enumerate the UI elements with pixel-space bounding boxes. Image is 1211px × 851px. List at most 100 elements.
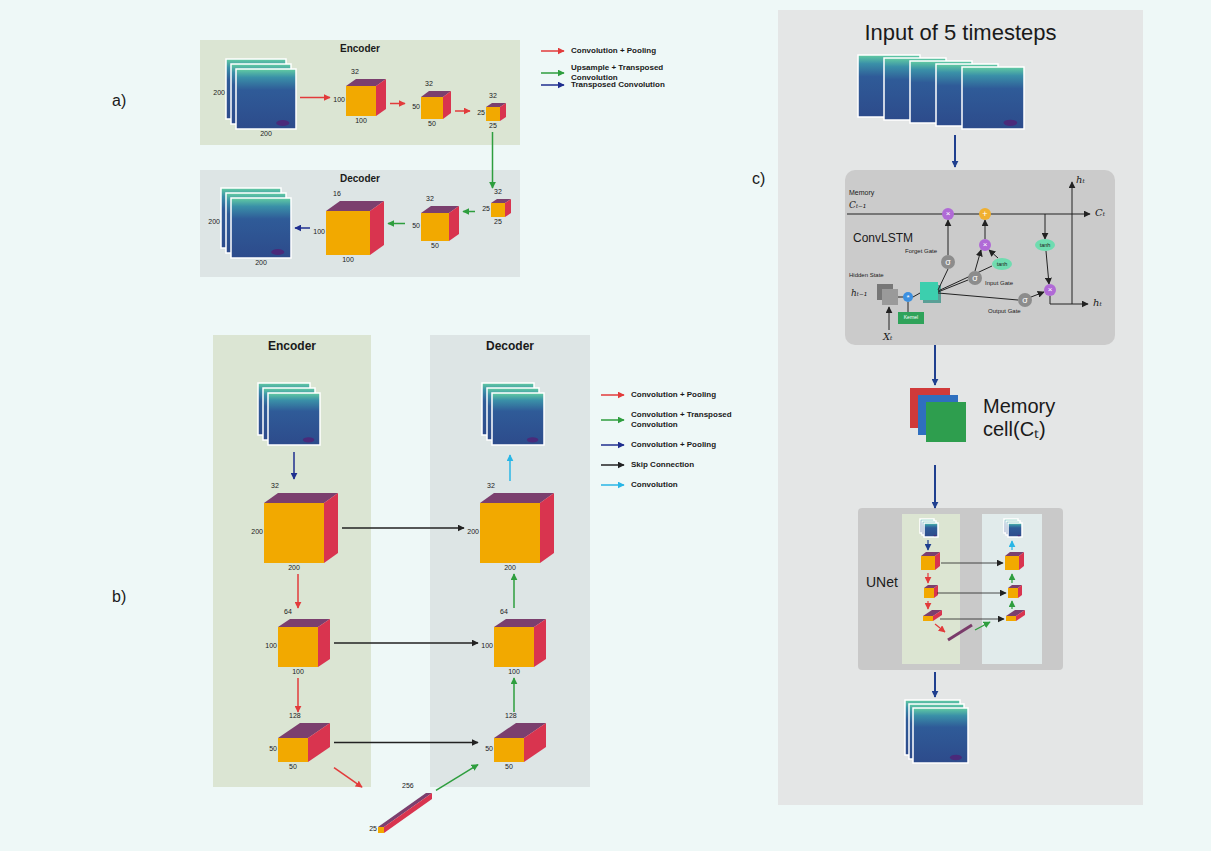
arrow-line — [935, 624, 945, 632]
connector-arrow — [334, 768, 362, 788]
node-art — [845, 170, 1115, 345]
connector-arrow — [297, 574, 299, 608]
legend-text: Convolution + Pooling — [571, 46, 656, 56]
connector-arrow — [455, 110, 470, 112]
legend-arrow — [600, 460, 626, 470]
math-label: hₜ — [1093, 297, 1102, 309]
math-label: hₜ₋₁ — [851, 288, 867, 298]
panel-band: Input of 5 timestepsConvLSTMMemory cell(… — [778, 10, 1143, 805]
dimension-label: 32 — [489, 92, 497, 100]
dimension-label: 100 — [346, 117, 376, 125]
node-title: Encoder — [200, 43, 520, 55]
feature-cube — [494, 723, 546, 762]
panel-band: Encoder32200200641001001285050 — [213, 335, 371, 787]
node-title: Input of 5 timesteps — [778, 20, 1143, 45]
dimension-label: 100 — [326, 256, 370, 264]
dimension-label: 200 — [231, 259, 291, 267]
arrow-line — [948, 220, 949, 255]
arrow-line — [927, 540, 928, 550]
dimension-label: 128 — [505, 712, 517, 720]
dimension-label: 32 — [494, 188, 502, 196]
sigma-symbol: σ — [945, 257, 951, 267]
arrow-line — [1050, 296, 1051, 304]
feature-map-cube: 25625 — [362, 782, 436, 844]
feature-cube — [278, 723, 330, 762]
legend-item: Upsample + Transposed Convolution — [540, 63, 701, 82]
node-title: Decoder — [200, 173, 520, 185]
legend-arrow — [600, 415, 626, 425]
arrow-line — [938, 293, 1018, 300]
feature-cube — [924, 585, 938, 598]
legend-arrow — [600, 390, 626, 400]
arrow-line — [937, 593, 1006, 594]
feature-map-cube: 322525 — [470, 92, 510, 132]
operator-symbol: × — [1048, 285, 1053, 294]
feature-cube — [278, 619, 330, 667]
dimension-label: 50 — [262, 745, 277, 753]
node-art — [210, 57, 300, 140]
legend-text: Skip Connection — [631, 460, 694, 470]
arrow-line — [975, 622, 990, 630]
feature-cube — [921, 552, 940, 570]
connector-arrow — [513, 678, 515, 712]
state-label: Memory — [849, 189, 874, 197]
feature-cube — [1008, 585, 1022, 598]
dimension-label: 100 — [278, 668, 318, 676]
dimension-label: 256 — [402, 782, 414, 790]
feature-map-cube: 32200200 — [248, 482, 342, 574]
feature-cube — [486, 103, 506, 121]
dimension-label: 50 — [421, 242, 449, 250]
image-stack — [905, 700, 968, 763]
panel-band: Decoder32200200641001001285050 — [430, 335, 590, 787]
dimension-label: 200 — [480, 564, 540, 572]
arrow-line — [1045, 214, 1046, 239]
state-label: Hidden State — [849, 272, 884, 279]
arrow-line — [601, 464, 624, 466]
feature-map-cube: 64100100 — [262, 608, 334, 678]
image-stack: 200 200 — [205, 186, 295, 269]
kernel-label: Kernel — [904, 315, 918, 321]
dimension-label: 200 — [205, 218, 220, 226]
legend-arrow — [540, 80, 566, 90]
panel-letter: b) — [112, 588, 126, 606]
arrow-line — [1046, 251, 1049, 284]
legend-text: Convolution — [631, 480, 678, 490]
dimension-label: 32 — [487, 482, 495, 490]
legend-text: Transposed Convolution — [571, 80, 665, 90]
arrow-line — [601, 419, 624, 421]
dimension-label: 25 — [491, 218, 505, 226]
gate-label: Forget Gate — [905, 248, 937, 255]
arrow-line — [954, 135, 956, 167]
node-title: UNet — [866, 574, 898, 590]
feature-map-cube: 325050 — [405, 80, 455, 130]
arrow-line — [509, 455, 511, 481]
feature-cube — [1006, 610, 1025, 621]
feature-map-cube: 32200200 — [464, 482, 558, 574]
dimension-label: 25 — [470, 109, 485, 117]
feature-map-cube: 1285050 — [262, 712, 334, 773]
arrow-line — [601, 484, 624, 486]
dimension-label: 128 — [289, 712, 301, 720]
feature-cube — [421, 91, 451, 119]
connector-arrow — [934, 345, 936, 385]
connector-arrow — [334, 742, 478, 744]
dimension-label: 50 — [421, 120, 443, 128]
feature-map-cube: 64100100 — [478, 608, 550, 678]
legend-text: Convolution + Pooling — [631, 390, 716, 400]
dimension-label: 200 — [264, 564, 324, 572]
image-stack — [258, 383, 320, 445]
arrow-line — [985, 220, 986, 239]
arrow-line — [908, 302, 909, 312]
feature-cube — [1005, 552, 1024, 570]
node-title: ConvLSTM — [853, 232, 913, 246]
arrow-line — [989, 250, 998, 258]
arrow-line — [601, 394, 624, 396]
image-stack — [920, 519, 938, 537]
legend-item: Convolution + Transposed Convolution — [600, 410, 761, 429]
legend-item: Convolution — [600, 480, 678, 490]
legend-arrow — [540, 68, 566, 78]
connector-arrow — [300, 97, 330, 99]
arrow-line — [1011, 601, 1012, 609]
arrow-line — [601, 444, 624, 446]
dimension-label: 64 — [500, 608, 508, 616]
